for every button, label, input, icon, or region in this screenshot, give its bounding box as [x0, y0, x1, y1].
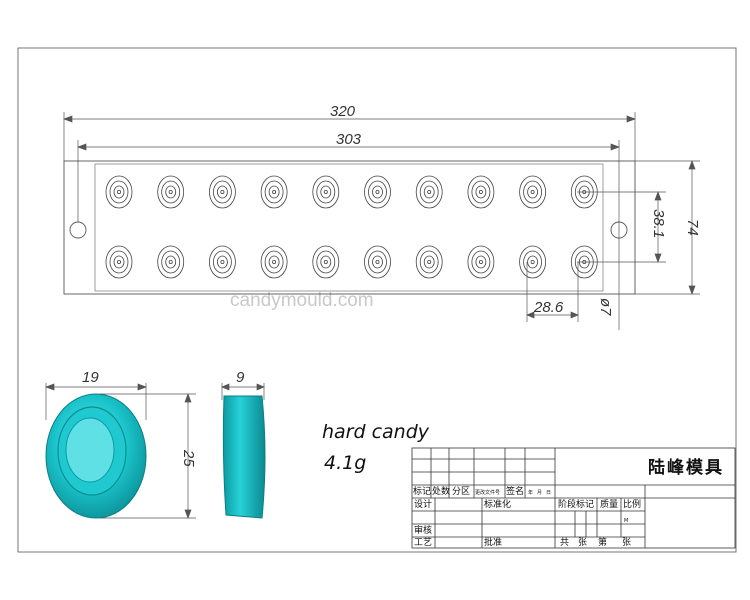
candy-cavity	[105, 245, 133, 279]
candy-top-center	[65, 417, 115, 483]
dim-candy-diameter	[45, 383, 147, 420]
tb-sheets-unit2: 张	[622, 537, 631, 548]
mould-plate-outline	[63, 160, 636, 295]
candy-cavity	[415, 175, 443, 209]
product-weight: 4.1g	[324, 452, 367, 474]
candy-cavity	[105, 175, 133, 209]
dim-pitch	[526, 262, 579, 322]
candy-cavity	[364, 175, 391, 209]
product-name: hard candy	[322, 421, 430, 443]
dim-row-spacing-label: 38.1	[650, 209, 667, 238]
mould-cavity-area	[94, 163, 604, 292]
tb-rev-month: 月	[537, 490, 542, 496]
mounting-hole-left	[69, 221, 87, 239]
tb-approve: 批准	[484, 536, 502, 548]
tb-brand: 陆峰模具	[648, 457, 724, 478]
drawing-frame	[17, 47, 737, 553]
tb-stage: 阶段标记	[558, 498, 594, 510]
candy-cavity	[467, 245, 495, 279]
candy-cavity	[260, 245, 288, 279]
tb-rev-doc: 更改文件号	[475, 489, 500, 496]
title-block	[411, 447, 736, 549]
dim-cavity-span	[77, 140, 620, 222]
watermark: candymould.com	[230, 290, 374, 311]
candy-side-view	[222, 395, 266, 519]
candy-side-shape	[222, 395, 266, 519]
candy-cavity	[519, 245, 546, 279]
dim-candy-diameter-label: 19	[82, 369, 99, 386]
dim-row-spacing	[577, 191, 666, 263]
candy-cavity	[208, 175, 236, 209]
tb-rev-zone: 分区	[452, 486, 470, 497]
candy-cavity	[364, 245, 391, 279]
tb-sheets-no: 第	[598, 536, 607, 548]
candy-cavity	[312, 245, 340, 279]
dim-candy-length	[100, 393, 196, 519]
tb-rev-sign: 签名	[506, 485, 524, 497]
tb-design: 设计	[414, 498, 432, 510]
dim-cavity-span-label: 303	[336, 131, 362, 148]
dim-candy-height	[221, 383, 265, 400]
candy-cavities	[105, 175, 598, 279]
tb-mass: 质量	[600, 498, 618, 510]
dim-candy-length-label: 25	[180, 449, 197, 467]
candy-cavity	[415, 245, 443, 279]
candy-front-view	[45, 393, 147, 519]
mould-plate-view	[63, 160, 636, 295]
tb-process: 工艺	[414, 537, 432, 548]
tb-rev-mark: 标记	[413, 485, 431, 497]
candy-cavity	[312, 175, 340, 209]
dim-candy-height-label: 9	[236, 369, 245, 386]
tb-sheets-unit1: 张	[578, 537, 587, 548]
candy-cavity	[260, 175, 288, 209]
candy-cavity	[157, 245, 185, 279]
candy-cavity	[208, 245, 236, 279]
candy-cavity	[519, 175, 546, 209]
tb-scale-value: M	[624, 518, 628, 524]
dim-overall-length-label: 320	[330, 103, 356, 120]
tb-review: 审核	[414, 524, 432, 536]
tb-standard: 标准化	[484, 498, 511, 510]
dim-hole-label: ø7	[597, 298, 614, 316]
dim-overall-width	[635, 160, 700, 295]
candy-cavity	[157, 175, 185, 209]
dim-pitch-label: 28.6	[533, 299, 564, 316]
dim-overall-width-label: 74	[684, 219, 701, 236]
tb-scale: 比例	[623, 498, 641, 510]
dim-overall-length	[63, 112, 636, 161]
tb-rev-year: 年	[528, 489, 533, 496]
candy-cavity	[467, 175, 495, 209]
tb-rev-count: 处数	[432, 485, 450, 497]
tb-sheets-total: 共	[560, 537, 569, 548]
tb-rev-day: 日	[546, 490, 551, 496]
